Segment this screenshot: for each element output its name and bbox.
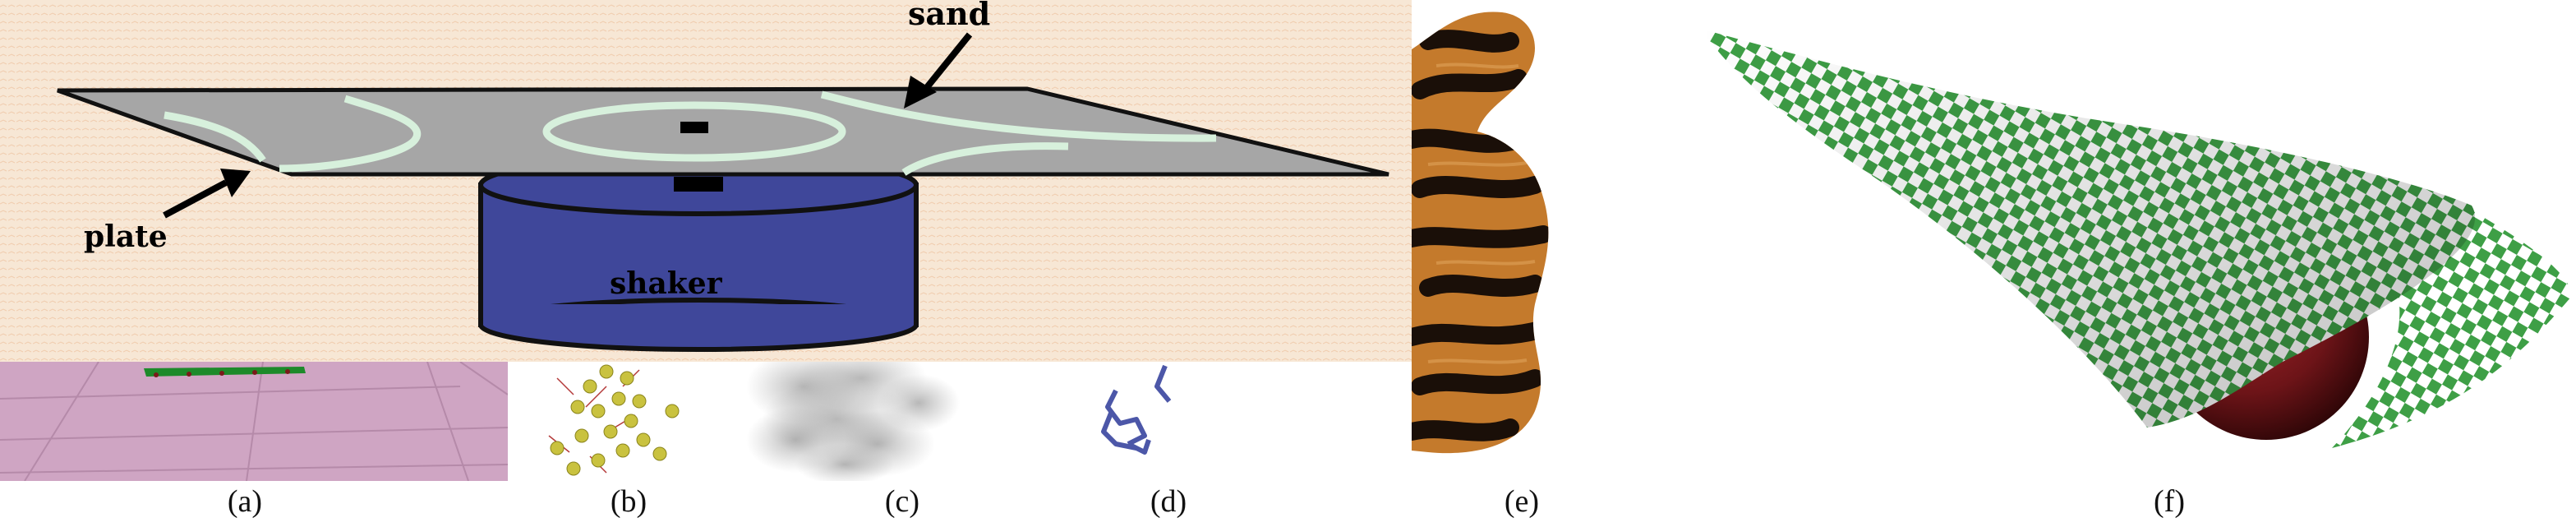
caption-b: (b) — [610, 484, 647, 519]
smoke-cloud — [746, 362, 960, 481]
panel-a-floor-scene — [0, 362, 508, 481]
chain-links — [1101, 364, 1172, 455]
caption-a: (a) — [227, 484, 263, 519]
bunny-fur — [1412, 12, 1549, 454]
plate-label: plate — [84, 220, 168, 254]
plate-connector — [680, 122, 708, 133]
panel-d-chain — [984, 362, 1412, 481]
caption-d: (d) — [1150, 484, 1187, 519]
panel-a-shaker-diagram: sand plate shaker — [0, 0, 1412, 362]
caption-f: (f) — [2154, 484, 2185, 519]
sand-arrow — [904, 32, 973, 109]
caption-e: (e) — [1504, 484, 1540, 519]
sand-label: sand — [908, 0, 990, 32]
shaker-label: shaker — [610, 266, 723, 301]
plate-arrow — [163, 169, 251, 219]
shaker-connector — [674, 177, 723, 192]
panel-e-fur-bunny — [1412, 0, 1707, 481]
panel-c-smoke — [721, 362, 984, 481]
panel-f-cloth-sphere — [1707, 0, 2576, 481]
sand-pattern — [164, 90, 1217, 176]
cloth-edge — [144, 367, 306, 377]
particle-cluster — [550, 364, 680, 476]
caption-c: (c) — [884, 484, 920, 519]
panel-b-particles — [508, 362, 721, 481]
